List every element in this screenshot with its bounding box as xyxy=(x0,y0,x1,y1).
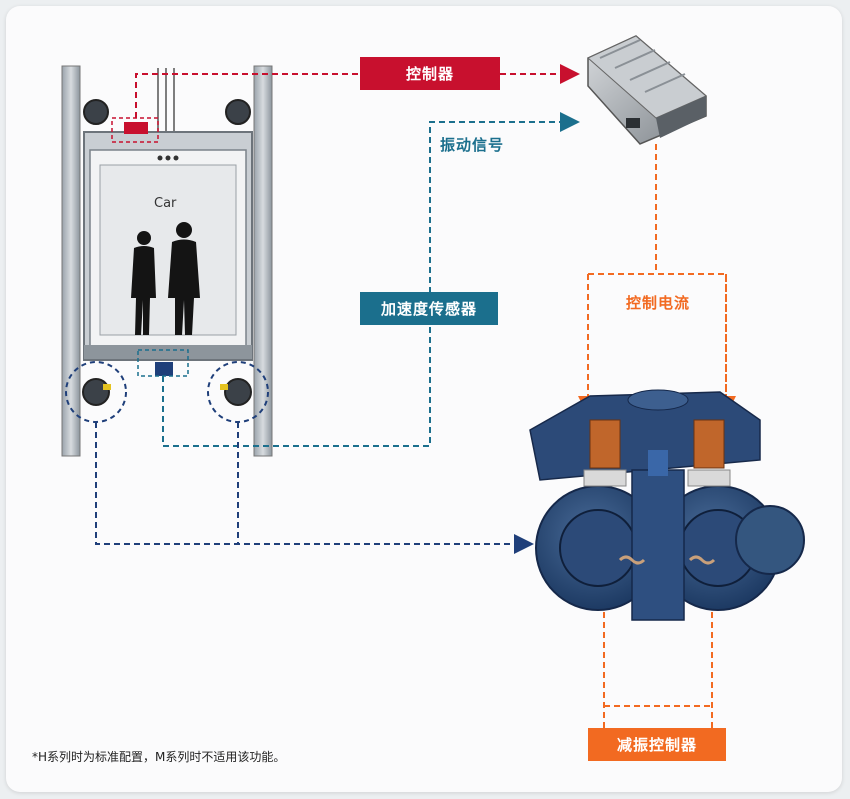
damper-unit-icon xyxy=(529,389,805,621)
elevator-shaft xyxy=(61,65,273,457)
red-signal-line xyxy=(135,73,360,118)
damping-controller-label: 减振控制器 xyxy=(616,736,697,754)
control-current-label: 控制电流 xyxy=(622,292,695,313)
controller-device-icon xyxy=(587,35,707,145)
bottom-left-roller xyxy=(82,378,110,406)
accel-sensor-label: 加速度传感器 xyxy=(380,300,477,318)
controller-label: 控制器 xyxy=(405,65,454,83)
controller-label-box: 控制器 xyxy=(360,57,500,90)
passenger-silhouette-icon xyxy=(131,222,200,335)
accel-sensor-label-box: 加速度传感器 xyxy=(360,292,498,325)
top-right-roller xyxy=(225,99,251,125)
bottom-right-roller xyxy=(224,378,252,406)
top-left-roller xyxy=(83,99,109,125)
damping-controller-label-box: 减振控制器 xyxy=(588,728,726,761)
vibration-signal-label: 振动信号 xyxy=(440,136,505,154)
navy-line-left xyxy=(95,422,534,554)
car-label: Car xyxy=(154,196,177,211)
orange-line-top-right xyxy=(588,273,727,410)
footnote: *H系列时为标准配置，M系列时不适用该功能。 xyxy=(32,750,286,764)
